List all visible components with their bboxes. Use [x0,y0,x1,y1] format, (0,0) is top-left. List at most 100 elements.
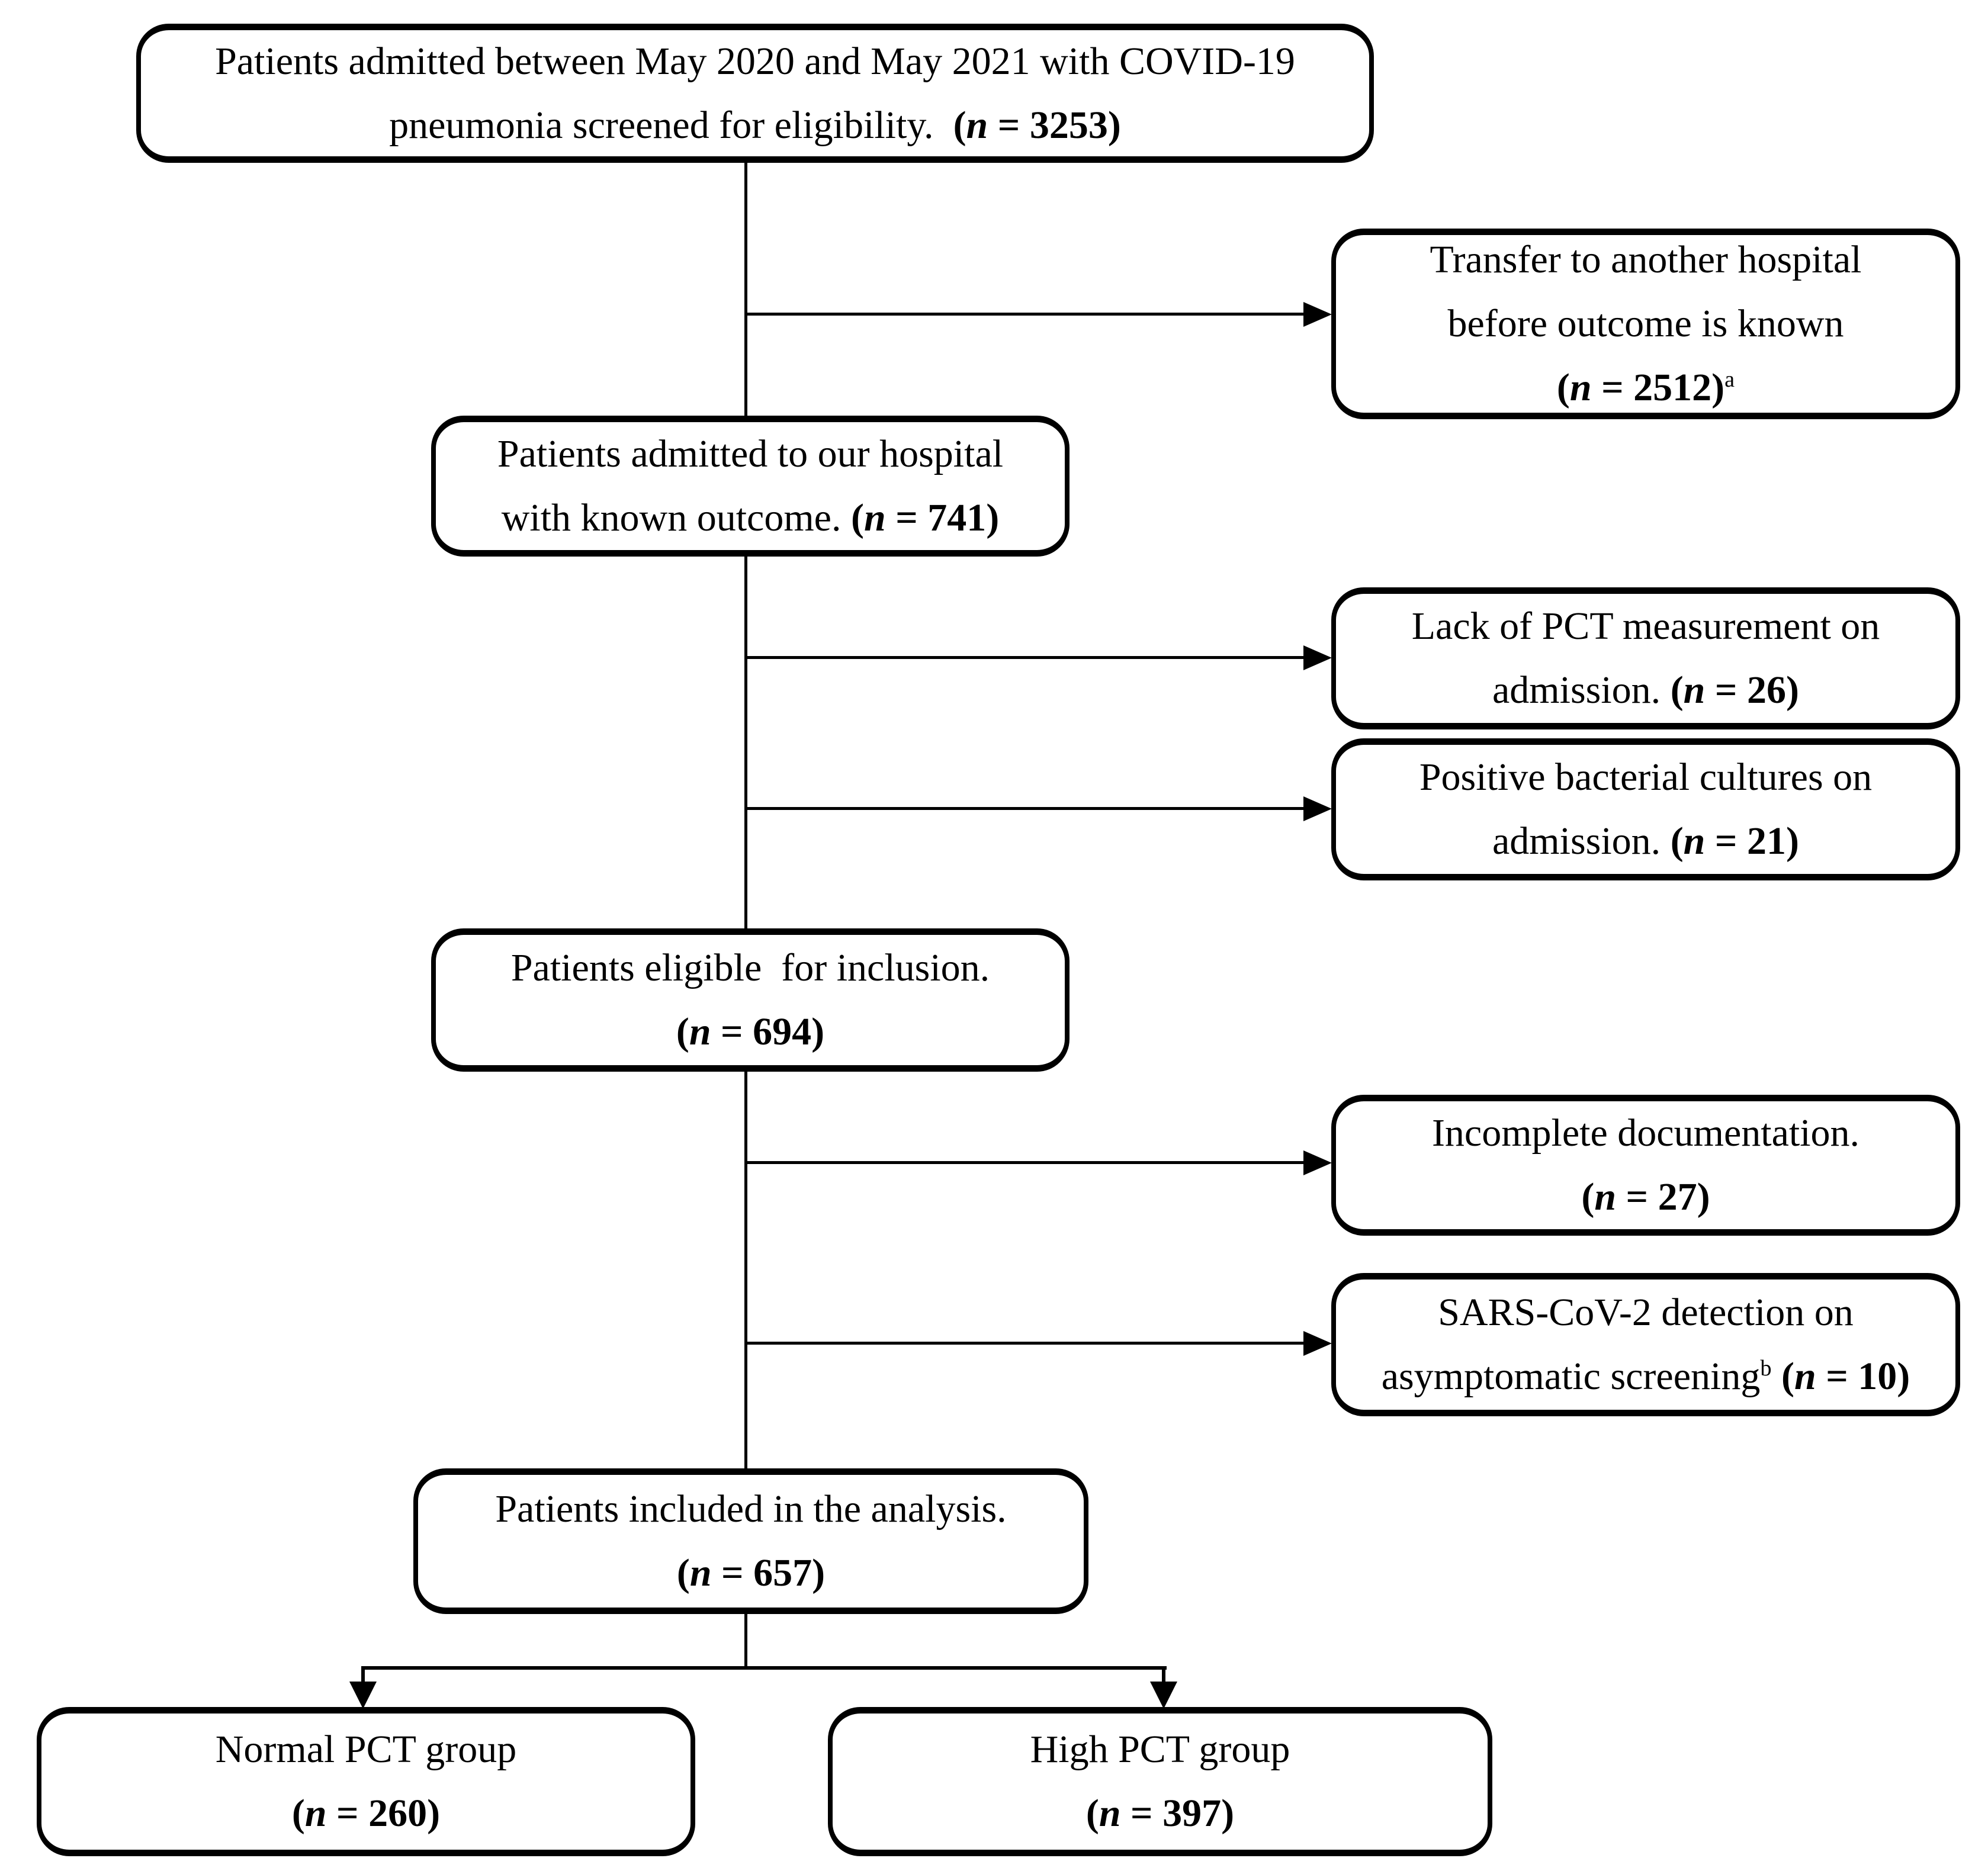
box-sars-cov2-asymptomatic: SARS-CoV-2 detection on asymptomatic scre… [1331,1273,1960,1416]
box-high-pct-group: High PCT group (n = 397) [828,1707,1492,1856]
text-segment: ( [1781,1355,1794,1398]
text-line: High PCT group [1030,1718,1290,1782]
text-segment: ( [676,1010,689,1053]
arrowhead-transfer-icon [1303,302,1332,327]
text-segment: Patients admitted to our hospital [497,432,1004,475]
text-segment: Lack of PCT measurement on [1411,605,1880,648]
box-known-outcome: Patients admitted to our hospital with kn… [431,416,1070,557]
text-segment: ( [291,1792,305,1835]
text-segment: = 2512) [1591,366,1725,409]
text-segment: = 27) [1616,1175,1710,1219]
text-segment: Patients included in the analysis. [495,1487,1007,1531]
text-line: Normal PCT group [216,1718,516,1782]
text-segment: pneumonia screened for eligibility. [389,103,953,147]
box-included-in-analysis: Patients included in the analysis. (n = 6… [413,1468,1088,1614]
text-segment: n [1683,819,1706,863]
text-line: Positive bacterial cultures on [1419,745,1872,809]
connector-bottom-branch-bar [361,1666,1167,1670]
connector-main-spine [744,161,747,1669]
box-normal-pct-group: Normal PCT group (n = 260) [37,1707,695,1856]
text-segment: = 694) [711,1010,825,1053]
text-segment: n [1594,1175,1617,1219]
text-line: SARS-CoV-2 detection on [1438,1281,1854,1345]
connector-to-sars-box [744,1342,1306,1345]
text-segment: = 21) [1705,819,1799,863]
connector-to-transfer-box [744,313,1306,316]
text-segment: Positive bacterial cultures on [1419,756,1873,799]
text-segment: Transfer to another hospital [1430,238,1862,281]
text-line: (n = 397) [1086,1782,1234,1846]
text-line: Patients admitted to our hospital [497,422,1003,486]
connector-to-incomplete-box [744,1161,1306,1164]
box-screened-for-eligibility: Patients admitted between May 2020 and M… [136,24,1374,163]
connector-to-cultures-box [744,807,1306,810]
arrowhead-cultures-icon [1303,796,1332,821]
text-segment: = 26) [1705,668,1799,712]
text-segment: n [689,1551,712,1594]
text-segment: n [1569,366,1592,409]
text-line: admission. (n = 21) [1492,809,1799,873]
text-segment: n [689,1010,711,1053]
text-segment: with known outcome. [501,496,851,539]
text-line: Lack of PCT measurement on [1412,594,1880,658]
text-segment: admission. [1492,819,1671,863]
text-line: (n = 260) [292,1782,440,1846]
text-line: admission. (n = 26) [1492,658,1799,722]
text-segment: = 741) [885,496,1000,539]
text-segment: Normal PCT group [215,1728,517,1771]
text-segment: ( [1085,1792,1099,1835]
text-segment: ( [850,496,864,539]
box-incomplete-documentation: Incomplete documentation. (n = 27) [1331,1095,1960,1236]
arrowhead-incomplete-icon [1303,1150,1332,1175]
text-segment: = 3253) [988,103,1121,147]
text-segment: ( [1581,1175,1595,1219]
connector-drop-normal-group [361,1666,365,1687]
text-segment [1771,1355,1781,1398]
connector-drop-high-group [1162,1666,1165,1687]
text-segment: SARS-CoV-2 detection on [1438,1291,1854,1334]
text-segment: = 10) [1816,1355,1910,1398]
text-segment: ( [1670,819,1684,863]
arrowhead-normal-group-icon [349,1682,377,1709]
box-eligible-for-inclusion: Patients eligible for inclusion. (n = 694… [431,928,1070,1072]
text-segment: = 260) [326,1792,441,1835]
text-line: before outcome is known [1448,292,1844,356]
text-line: Incomplete documentation. [1432,1101,1859,1165]
text-segment: = 657) [711,1551,826,1594]
text-segment: n [1683,668,1706,712]
arrowhead-lack-pct-icon [1303,645,1332,670]
text-segment: n [304,1792,327,1835]
text-segment: Incomplete documentation. [1431,1111,1860,1155]
text-segment: Patients eligible for inclusion. [510,946,990,989]
text-segment: Patients admitted between May 2020 and M… [215,39,1295,83]
text-segment: = 397) [1120,1792,1235,1835]
text-line: (n = 657) [677,1541,825,1605]
text-segment: before outcome is known [1447,302,1844,345]
text-segment: n [966,103,988,147]
text-segment: n [1794,1355,1816,1398]
text-segment: High PCT group [1030,1728,1290,1771]
text-line: with known outcome. (n = 741) [502,486,1000,550]
text-line: (n = 694) [676,1000,824,1064]
text-line: Patients eligible for inclusion. [511,936,990,1000]
text-line: asymptomatic screeningb (n = 10) [1382,1345,1910,1409]
text-segment: asymptomatic screening [1381,1355,1761,1398]
arrowhead-high-group-icon [1150,1682,1177,1709]
text-line: Patients included in the analysis. [495,1477,1006,1541]
text-segment: admission. [1492,668,1671,712]
box-positive-bacterial-cultures: Positive bacterial cultures on admission.… [1331,738,1960,880]
text-segment: ( [1670,668,1684,712]
text-line: pneumonia screened for eligibility. (n =… [389,94,1121,157]
text-segment: n [1099,1792,1121,1835]
connector-to-lack-pct-box [744,656,1306,659]
footnote-superscript: b [1760,1356,1772,1381]
text-segment: ( [676,1551,690,1594]
text-segment: ( [1556,366,1570,409]
text-segment: ( [953,103,966,147]
footnote-superscript: a [1724,367,1735,392]
box-lack-of-pct-measurement: Lack of PCT measurement on admission. (n … [1331,587,1960,729]
text-line: (n = 2512)a [1557,356,1735,420]
arrowhead-sars-icon [1303,1331,1332,1356]
text-line: (n = 27) [1581,1165,1710,1229]
